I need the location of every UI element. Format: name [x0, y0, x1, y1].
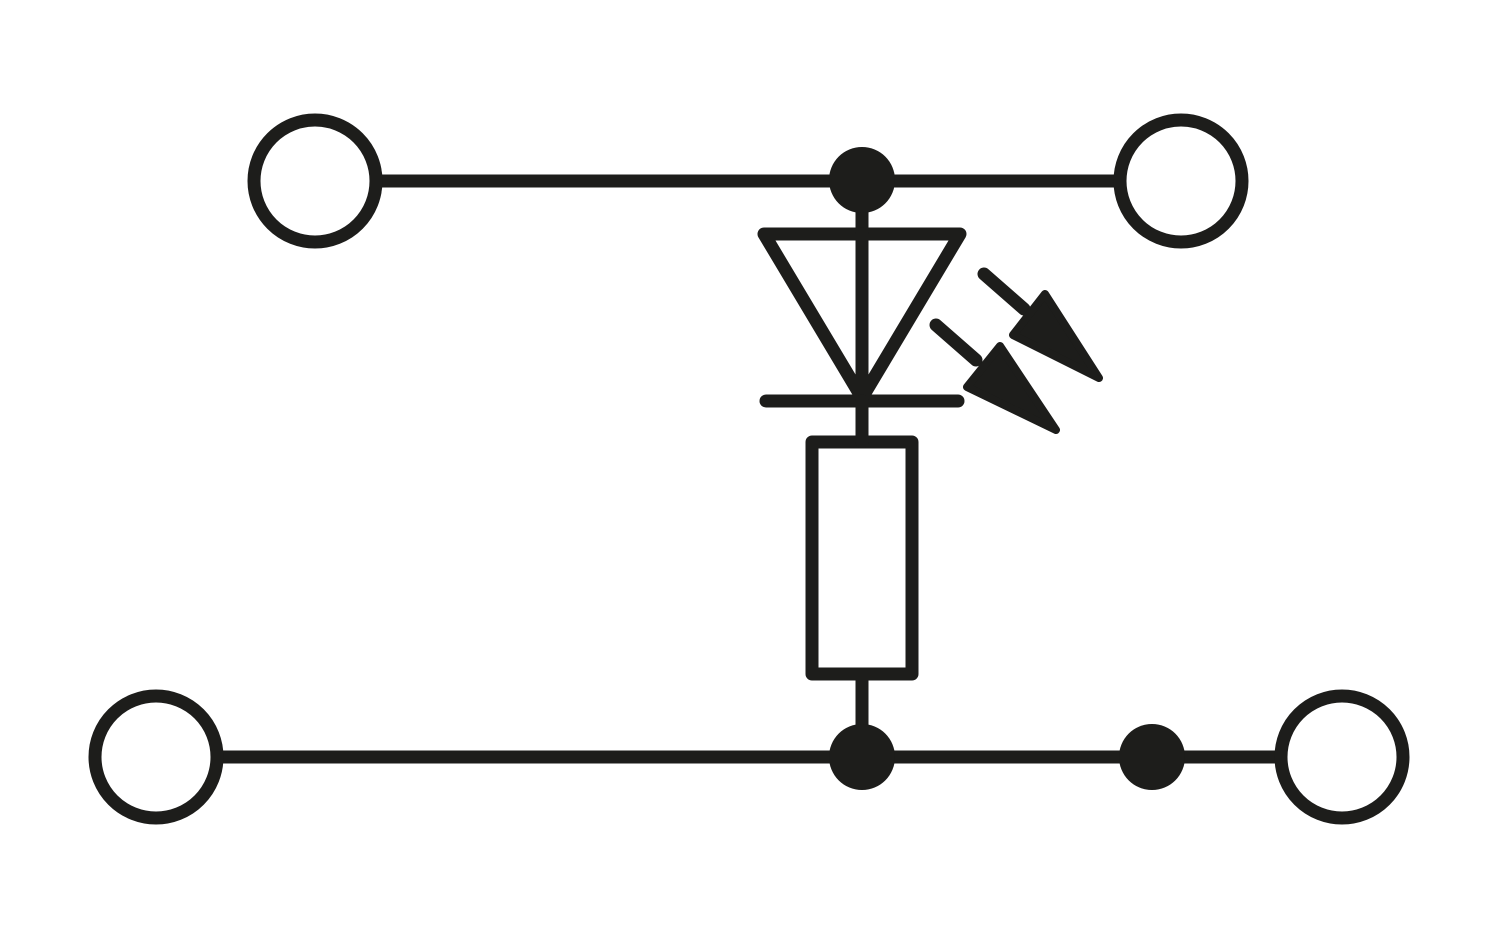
emission-arrow-lower-head — [963, 342, 1060, 434]
terminal-top-left — [247, 113, 383, 249]
resistor — [805, 435, 919, 681]
junction-dot-bottom-right — [1119, 724, 1185, 790]
emission-arrow-upper-shaft — [977, 267, 1031, 316]
led-symbol — [757, 227, 967, 408]
junction-dot-bottom-center — [829, 724, 895, 790]
terminal-bottom-right — [1274, 689, 1410, 825]
terminal-top-right — [1113, 113, 1249, 249]
terminal-bottom-left — [88, 689, 224, 825]
emission-arrow-upper-head — [1009, 290, 1103, 382]
emission-arrow-lower-shaft — [929, 318, 983, 367]
junction-dot-top — [829, 147, 895, 213]
